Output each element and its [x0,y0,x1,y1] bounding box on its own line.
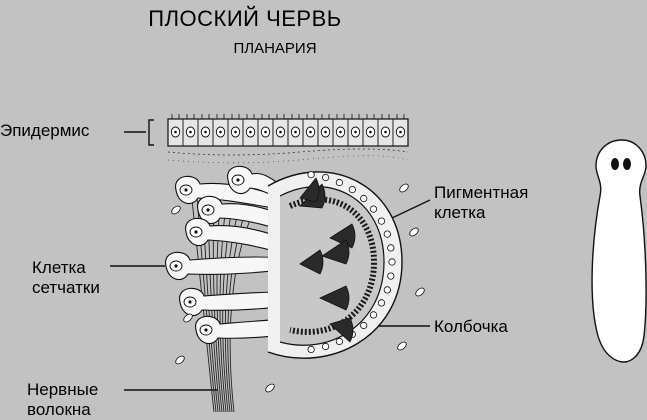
epidermis-nucleolus [399,130,402,134]
retina-cell-nucleolus [184,188,188,192]
tissue-nucleus [171,205,181,215]
pigment-cell-nucleus [369,205,378,213]
pigment-cup [267,171,403,359]
rhabdomere-fan [329,317,354,343]
epidermis-nucleolus [234,130,237,134]
epidermis-nucleolus [249,130,252,134]
planarian-body [591,139,647,363]
pigment-cell-nucleus [321,342,330,351]
epidermis-nucleolus [324,130,327,134]
pigment-cell-nucleus [377,217,386,225]
bracket-epidermis [148,119,154,146]
tissue-nucleus [399,183,409,193]
tissue-nucleus [415,287,425,297]
epidermis-nucleolus [189,130,192,134]
epidermis-nucleolus [264,130,267,134]
retina-cell-nucleolus [236,178,240,182]
retina-cell-nucleolus [188,300,192,304]
pigment-cell-nucleus [307,345,315,353]
retina-cells [165,165,331,345]
nerve-fiber [229,219,251,413]
pigment-cell-nucleus [335,178,343,187]
pigment-cell-nucleus [387,244,395,252]
rhabdomere-fan [329,223,356,249]
epidermis-nucleolus [279,130,282,134]
retina-cell-nucleolus [206,208,210,212]
scattered-nuclei [171,183,425,393]
planarian-eye-left [611,158,619,170]
epidermis-layer [167,114,409,164]
label-retina-cell-line1: Клетка [32,258,86,277]
diagram-subtitle: ПЛАНАРИЯ [233,40,317,57]
label-pigment-cell: Пигментная клетка [434,183,528,223]
subepidermal-tissue [167,155,409,164]
tissue-nucleus [183,313,193,323]
basement-membrane [167,148,409,156]
label-pigment-cell-line1: Пигментная [434,183,529,202]
pigment-cell-nucleus [360,321,368,330]
rhabdomere-fan [321,239,350,265]
rhabdomeres [299,177,356,343]
tissue-nucleus [409,227,419,237]
pigment-cell-nucleus [321,173,330,182]
rhabdomere-fan [319,285,350,311]
retina-cell-nucleolus [174,264,178,268]
pigment-cell-nucleus [388,258,396,266]
pigment-cell-nucleus [335,337,343,346]
label-epidermis: Эпидермис [0,121,90,140]
pigment-cell-nucleus [369,311,378,319]
planarian-eye-right [623,158,631,170]
pigment-cup-inner [279,186,385,346]
label-rhabdomere: Колбочка [434,317,508,336]
tissue-nucleus [265,383,275,393]
label-retina-cell-line2: сетчатки [32,278,100,297]
tissue-nucleus [175,355,185,365]
pigment-cells [307,171,396,353]
epidermis-nucleolus [369,130,372,134]
pigment-cell-nucleus [348,186,356,194]
epidermis-nucleolus [354,130,357,134]
pigment-cell-nucleus [377,299,386,307]
label-retina-cell: Клетка сетчатки [32,258,100,298]
pigment-cell-nucleus [307,171,315,179]
epidermis-nucleolus [219,130,222,134]
label-nerve-fibers-line1: Нервные [27,380,99,399]
epidermis-nucleolus [294,130,297,134]
leader-pigment-cell [391,199,431,219]
pigment-cell-nucleus [387,272,395,280]
rhabdomere-fan [299,177,320,203]
epidermis-nucleolus [174,130,177,134]
planarian-silhouette [591,139,647,363]
epidermis-nucleolus [339,130,342,134]
tissue-nucleus [397,341,407,351]
epidermis-nucleolus [384,130,387,134]
rhabdomere-fan [299,249,324,275]
diagram-title: ПЛОСКИЙ ЧЕРВЬ [148,6,342,31]
epidermis-nucleolus [309,130,312,134]
pigment-cell-nucleus [383,230,391,238]
label-nerve-fibers: Нервные волокна [27,380,98,420]
retina-cell-nucleolus [204,328,208,332]
label-pigment-cell-line2: клетка [434,203,486,222]
epidermis-nucleolus [204,130,207,134]
pigment-cell-nucleus [360,194,368,203]
retina-cell-nucleolus [194,230,198,234]
label-nerve-fibers-line2: волокна [27,400,91,419]
epidermis-cells [167,114,406,146]
pigment-cell-nucleus [383,286,391,294]
